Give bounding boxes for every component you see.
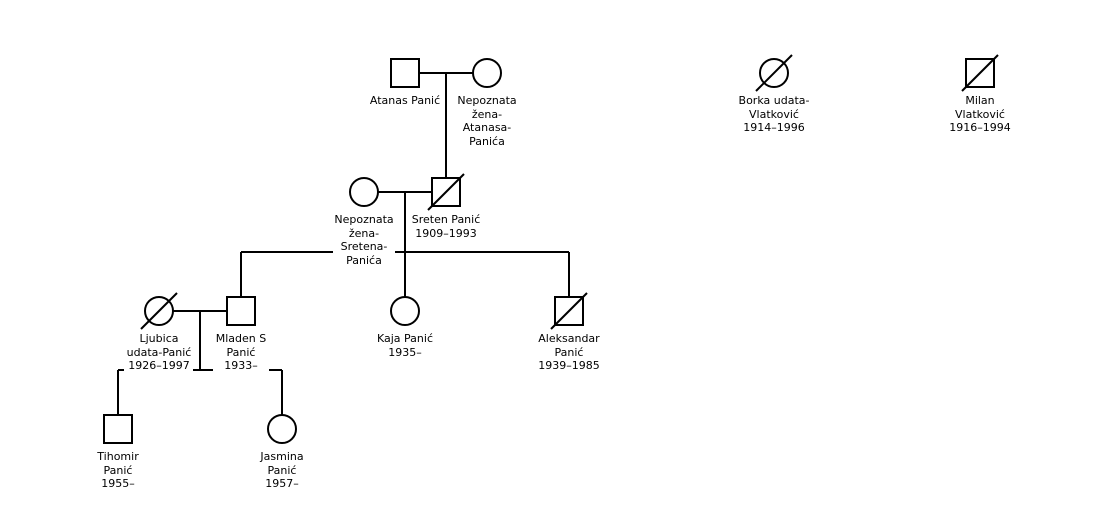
person-name-line: Panić: [554, 345, 584, 359]
person-tihomir: [103, 414, 133, 444]
person-nepoznata-atanas: [472, 58, 502, 88]
person-nepoznata-sreten: [349, 177, 379, 207]
person-name-line: Nepoznata: [334, 213, 394, 226]
person-name-line: Sreten Panić: [411, 213, 481, 226]
person-dates: 1909–1993: [415, 226, 477, 240]
person-name-line: Mladen S: [215, 332, 267, 345]
person-name-line: Panić: [226, 345, 256, 359]
person-name-line: Tihomir: [97, 450, 139, 463]
person-ljubica: [140, 292, 178, 330]
person-dates: 1914–1996: [743, 121, 805, 135]
person-dates: 1939–1985: [538, 359, 600, 373]
person-kaja: [390, 296, 420, 326]
person-mladen: [226, 296, 256, 326]
deceased-slash-icon: [755, 54, 793, 92]
person-dates: 1926–1997: [128, 359, 190, 373]
person-dates: 1935–: [388, 345, 422, 359]
person-aleksandar: [550, 292, 588, 330]
person-name-line: Vlatković: [955, 107, 1005, 121]
person-borka: [755, 54, 793, 92]
person-dates: 1957–: [265, 477, 299, 491]
person-name-line: Milan: [965, 94, 995, 107]
person-name-line: Panića: [346, 254, 382, 268]
person-name-line: Atanas Panić: [369, 94, 441, 107]
person-atanas: [390, 58, 420, 88]
person-name-line: žena-: [471, 107, 503, 121]
male-square-icon: [103, 414, 133, 444]
person-name-line: Jasmina: [260, 450, 304, 463]
female-circle-icon: [472, 58, 502, 88]
deceased-slash-icon: [140, 292, 178, 330]
person-name-line: Nepoznata: [457, 94, 517, 107]
male-square-icon: [390, 58, 420, 88]
female-circle-icon: [349, 177, 379, 207]
deceased-slash-icon: [550, 292, 588, 330]
person-milan: [961, 54, 999, 92]
person-name-line: Kaja Panić: [376, 332, 433, 345]
person-name-line: Sretena-: [340, 240, 388, 254]
person-sreten: [427, 173, 465, 211]
male-square-icon: [226, 296, 256, 326]
person-label-atanas: Atanas Panić: [350, 94, 460, 108]
person-name-line: udata-Panić: [126, 345, 192, 359]
person-name-line: Panića: [469, 135, 505, 149]
person-name-line: Panić: [267, 463, 297, 477]
female-circle-icon: [267, 414, 297, 444]
female-circle-icon: [390, 296, 420, 326]
person-name-line: Borka udata-: [738, 94, 810, 107]
person-dates: 1955–: [101, 477, 135, 491]
person-dates: 1916–1994: [949, 121, 1011, 135]
person-jasmina: [267, 414, 297, 444]
person-name-line: Panić: [103, 463, 133, 477]
person-name-line: Atanasa-: [462, 121, 512, 135]
person-name-line: Aleksandar: [538, 332, 600, 345]
person-name-line: Ljubica: [139, 332, 179, 345]
deceased-slash-icon: [427, 173, 465, 211]
person-name-line: žena-: [348, 226, 380, 240]
deceased-slash-icon: [961, 54, 999, 92]
person-name-line: Vlatković: [749, 107, 799, 121]
person-dates: 1933–: [224, 359, 258, 373]
